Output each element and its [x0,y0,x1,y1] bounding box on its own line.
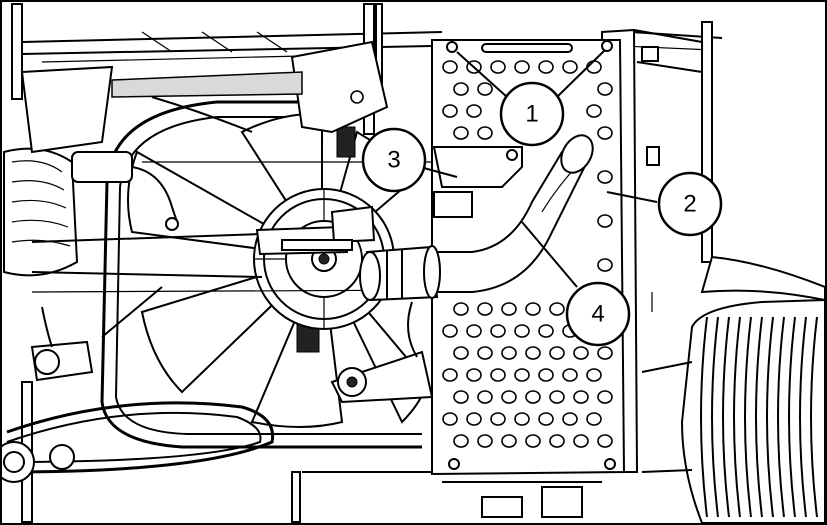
guard-hole [442,324,458,338]
guard-hole [562,412,578,426]
guard-hole [586,368,602,382]
guard-hole [586,60,602,74]
guard-hole [514,60,530,74]
guard-hole [453,82,469,96]
guard-hole [442,412,458,426]
belt [2,401,275,483]
guard-hole [477,390,493,404]
guard-hole [525,302,541,316]
guard-hole [538,412,554,426]
air-cleaner-rib [766,316,774,518]
guard-hole [466,104,482,118]
guard-hole [597,346,613,360]
guard-hole [549,434,565,448]
leader-lines [419,49,658,288]
callout-1: 1 [499,81,565,147]
callout-4: 4 [565,281,631,347]
guard-hole [586,104,602,118]
air-cleaner-rib [722,316,730,518]
guard-hole [453,390,469,404]
guard-hole [453,126,469,140]
guard-hole [597,434,613,448]
guard-hole [573,434,589,448]
guard-hole [453,346,469,360]
air-cleaner-rib [788,316,796,518]
guard-hole [525,390,541,404]
guard-hole [442,368,458,382]
guard-hole [586,412,602,426]
hose [255,134,594,302]
guard-hole [514,412,530,426]
guard-hole [442,104,458,118]
guard-hole [490,324,506,338]
air-cleaner-ribs [700,316,818,518]
guard-hole [597,82,613,96]
guard-hole [538,324,554,338]
guard-hole [597,126,613,140]
guard-hole [477,346,493,360]
callout-3-label: 3 [387,147,400,174]
reservoir [71,151,179,231]
guard-hole [490,60,506,74]
guard-hole [501,346,517,360]
air-cleaner-rib [777,316,785,518]
guard-hole [562,368,578,382]
guard-hole [549,302,565,316]
guard-hole [466,368,482,382]
air-cleaner [641,255,825,523]
guard-hole [597,258,613,272]
guard-hole [477,126,493,140]
guard-hole [514,368,530,382]
callout-2: 2 [657,171,723,237]
left-duct [3,65,114,277]
bottom-details [302,471,602,518]
guard-hole [525,434,541,448]
guard-hole [490,368,506,382]
guard-hole [453,302,469,316]
guard-holes [442,60,613,448]
air-cleaner-rib [810,316,818,518]
guard-hole [501,434,517,448]
lower-left-fitting [30,286,163,382]
guard-hole [453,434,469,448]
air-cleaner-rib [733,316,741,518]
guard-hole [490,412,506,426]
guard-hole [514,324,530,338]
guard-hole [477,302,493,316]
guard-hole [549,390,565,404]
guard-hole [501,302,517,316]
guard-hole [477,82,493,96]
air-cleaner-rib [799,316,807,518]
upper-duct [111,40,389,134]
guard-hole [597,214,613,228]
guard-hole [562,60,578,74]
air-cleaner-rib [744,316,752,518]
guard-hole [597,170,613,184]
callout-4-label: 4 [591,301,604,328]
callout-2-label: 2 [683,191,696,218]
guard-hole [442,60,458,74]
guard-hole [573,346,589,360]
air-cleaner-rib [711,316,719,518]
guard-hole [466,324,482,338]
air-cleaner-rib [700,316,708,518]
guard-hole [466,412,482,426]
callout-3: 3 [361,127,427,193]
callout-1-label: 1 [525,101,538,128]
guard-hole [477,434,493,448]
guard-hole [538,60,554,74]
guard-hole [538,368,554,382]
guard-hole [525,346,541,360]
guard-hole [501,390,517,404]
guard-hole [549,346,565,360]
air-cleaner-rib [755,316,763,518]
guard-hole [573,390,589,404]
guard-hole [597,390,613,404]
